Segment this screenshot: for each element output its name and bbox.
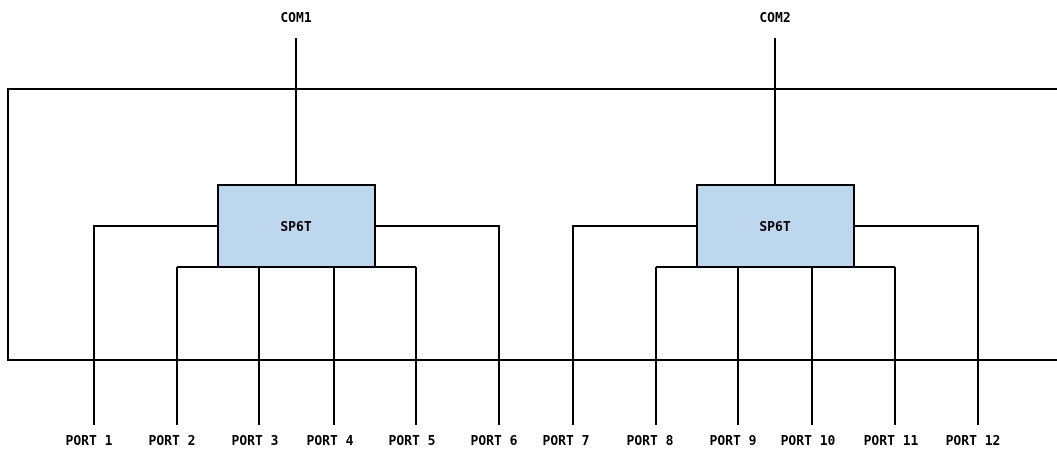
port-label-1: PORT 1 <box>66 434 113 449</box>
port-label-8: PORT 8 <box>627 434 674 449</box>
port-label-7: PORT 7 <box>543 434 590 449</box>
port-7-wire <box>572 225 697 425</box>
switch-1-label: SP6T <box>280 220 311 235</box>
com1-label: COM1 <box>280 11 311 26</box>
sp6t-switch-1 <box>217 184 376 268</box>
port-label-4: PORT 4 <box>307 434 354 449</box>
port-label-2: PORT 2 <box>149 434 196 449</box>
port-label-12: PORT 12 <box>946 434 1001 449</box>
port-1-wire <box>93 225 218 425</box>
switch-2-label: SP6T <box>759 220 790 235</box>
port-6-wire <box>375 225 500 425</box>
com2-label: COM2 <box>759 11 790 26</box>
port-label-6: PORT 6 <box>471 434 518 449</box>
sp6t-switch-2 <box>696 184 855 268</box>
port-12-wire <box>854 225 979 425</box>
port-label-11: PORT 11 <box>864 434 919 449</box>
switch2-branches <box>572 225 979 425</box>
enclosure-frame <box>7 88 1057 361</box>
port-label-5: PORT 5 <box>389 434 436 449</box>
port-label-3: PORT 3 <box>232 434 279 449</box>
port-label-9: PORT 9 <box>710 434 757 449</box>
port-label-10: PORT 10 <box>781 434 836 449</box>
